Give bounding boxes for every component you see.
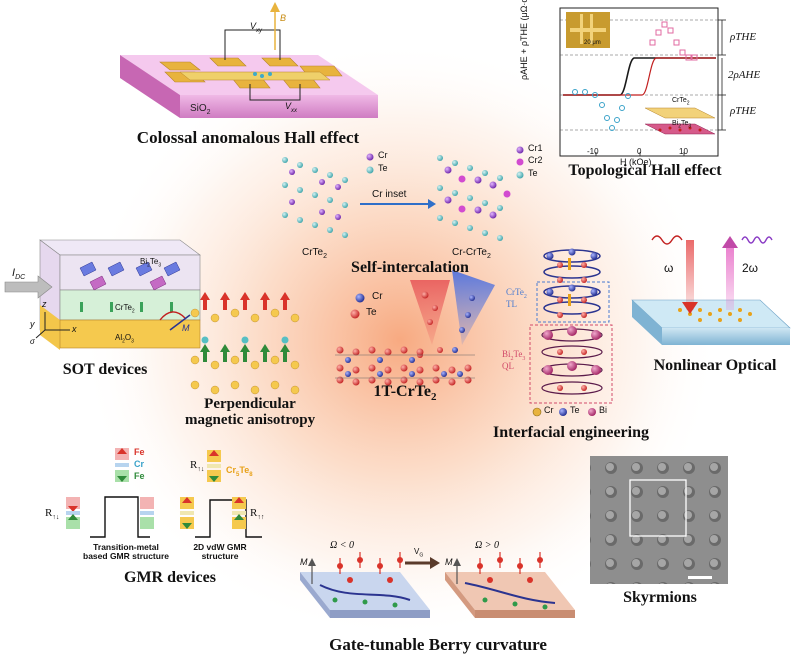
caption-topological: Topological Hall effect [568, 162, 722, 179]
berry-m-right: M [445, 557, 453, 567]
intercalation-legend-right [516, 146, 524, 179]
interfacial-legend-bi: Bi [599, 405, 608, 415]
sot-m: M [182, 323, 190, 333]
berry-panels [300, 552, 575, 618]
arrow-label-cr-inset: Cr inset [372, 189, 407, 200]
caption-center: 1T-CrTe2 [373, 383, 437, 404]
nlo-omega-out: 2ω [742, 261, 759, 275]
berry-m-left: M [300, 557, 308, 567]
caption-self-intercalation: Self-intercalation [351, 259, 469, 276]
the-x-tick: 0 [637, 147, 642, 156]
caption-skyrmions: Skyrmions [623, 589, 697, 606]
the-bracket-label: ρTHE [730, 105, 757, 117]
gmr-r-mid: R↑↓ [190, 459, 205, 474]
gmr-caption-left-line1: Transition-metal [93, 542, 159, 552]
the-bracket-label: 2ρAHE [728, 69, 761, 81]
center-legend-te: Te [366, 307, 377, 318]
cr-crte2-label: Cr-CrTe2 [452, 247, 491, 260]
the-plot [559, 7, 726, 157]
gmr-caption-right-line1: 2D vdW GMR [193, 542, 247, 552]
gmr-r-right: R↑↑ [250, 507, 265, 522]
interfacial-stack [529, 248, 613, 417]
gmr-r-left: R↑↓ [45, 507, 60, 522]
cahe-device [120, 2, 378, 118]
caption-berry: Gate-tunable Berry curvature [329, 635, 547, 654]
sot-device [4, 239, 201, 350]
sot-layer-al2o3: Al2O3 [115, 333, 134, 345]
caption-interfacial: Interfacial engineering [493, 424, 649, 441]
the-x-tick: -10 [587, 147, 599, 156]
the-layer-top-label: CrTe2 [672, 97, 690, 107]
legend-cr1: Cr1 [528, 143, 543, 153]
cr-crte2-crystal [437, 155, 511, 241]
sot-layer-bi2te3: Bi2Te3 [140, 257, 162, 269]
gmr-cr: Cr [134, 459, 145, 469]
the-bracket-label: ρTHE [730, 31, 757, 43]
nonlinear-optical [631, 235, 791, 345]
caption-pma-line1: Perpendicular [204, 396, 296, 412]
skyrmion-image [590, 456, 728, 584]
cahe-vxy-label: Vxy [250, 21, 263, 34]
gmr-fe-top: Fe [134, 447, 145, 457]
gmr-cr5te8: Cr5Te8 [226, 465, 253, 478]
the-y-axis-label: ρAHE + ρTHE (μΩ·cm) [519, 0, 529, 80]
interfacial-legend-te: Te [570, 405, 580, 415]
sot-axis-z: z [42, 299, 47, 309]
the-x-tick: 10 [679, 147, 688, 156]
legend-cr2: Cr2 [528, 155, 543, 165]
berry-omega-pos: Ω > 0 [475, 540, 499, 551]
sot-axis-x: x [72, 324, 77, 334]
berry-omega-neg: Ω < 0 [330, 540, 354, 551]
crte2-label: CrTe2 [302, 247, 328, 260]
legend-cr: Cr [378, 150, 388, 160]
intercalation-arrow [360, 199, 436, 209]
legend-te: Te [528, 168, 538, 178]
intercalation-legend-left [366, 153, 374, 174]
sot-layer-crte2: CrTe2 [115, 303, 135, 315]
caption-colossal: Colossal anomalous Hall effect [136, 128, 360, 147]
pma-lattice [190, 292, 300, 395]
cahe-b-label: B [280, 13, 287, 23]
caption-sot: SOT devices [62, 361, 148, 378]
the-x-axis-label: H (kOe) [620, 157, 652, 167]
the-scale-bar: 20 μm [584, 40, 601, 46]
center-legend-cr: Cr [372, 291, 383, 302]
sot-axis-y: y [30, 319, 35, 329]
center-structure [335, 270, 495, 386]
gmr-caption-left-line2: based GMR structure [83, 550, 169, 561]
crte2-crystal [282, 157, 348, 238]
caption-gmr: GMR devices [124, 569, 216, 586]
caption-pma-line2: magnetic anisotropy [185, 411, 316, 428]
legend-te: Te [378, 163, 388, 173]
gmr-devices [66, 448, 262, 538]
cahe-vxx-label: Vxx [285, 101, 298, 114]
caption-nonlinear: Nonlinear Optical [653, 357, 777, 374]
gmr-fe-bottom: Fe [134, 471, 145, 481]
interfacial-legend-cr: Cr [544, 405, 554, 415]
nlo-omega-in: ω [664, 261, 674, 275]
sot-sigma: σ [30, 337, 35, 346]
sot-current-label: IDC [12, 267, 26, 282]
berry-gate-label: VG [414, 547, 424, 559]
the-layer-bottom-label: Bi2Te3 [672, 120, 692, 130]
gmr-caption-right-line2: structure [201, 550, 239, 561]
cahe-substrate-label: SiO2 [190, 103, 211, 116]
